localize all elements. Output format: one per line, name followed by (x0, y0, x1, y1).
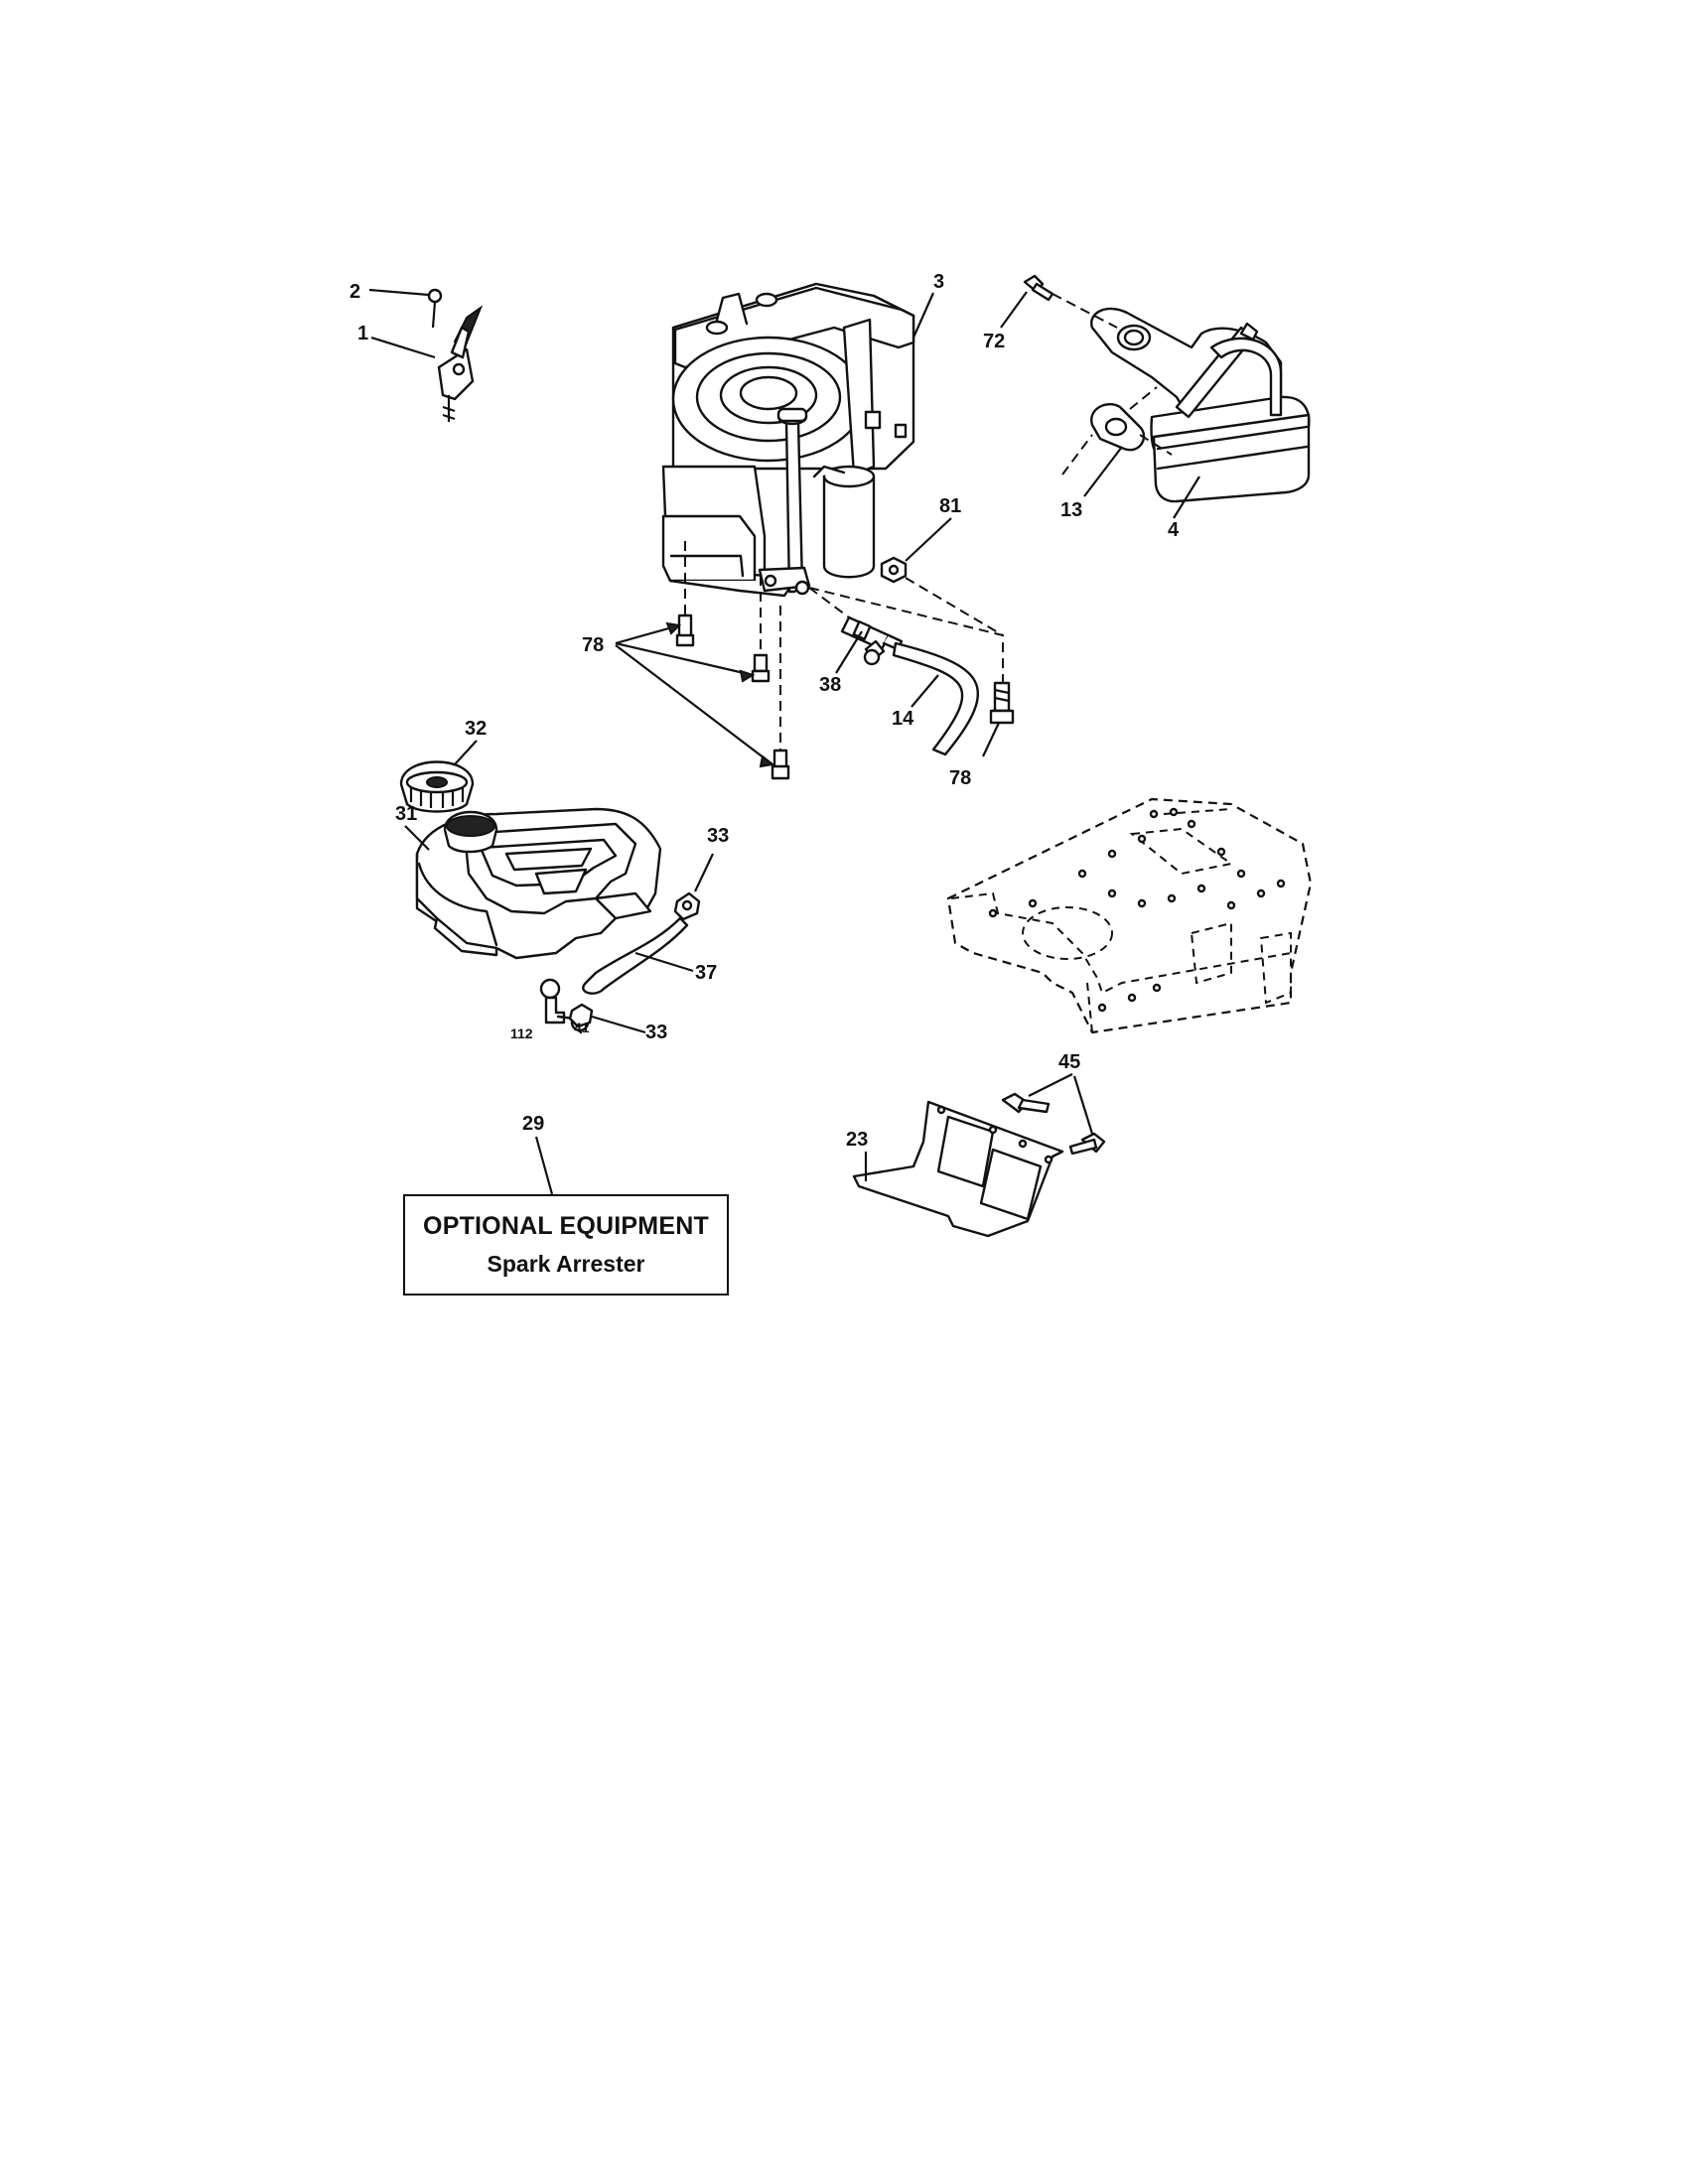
optional-equipment-box: OPTIONAL EQUIPMENT Spark Arrester (403, 1194, 729, 1296)
callout-1: 1 (357, 323, 368, 344)
callout-37: 37 (695, 962, 717, 984)
clamp-33-lower (568, 1003, 594, 1028)
callout-3: 3 (933, 271, 944, 293)
callout-81: 81 (939, 495, 961, 517)
clamp-33-upper (673, 891, 701, 921)
leader-29 (534, 1136, 554, 1195)
callout-33-lower: 33 (645, 1022, 667, 1043)
fuel-tank-31 (415, 807, 662, 960)
leader-14 (911, 674, 939, 708)
engine (661, 282, 915, 598)
callout-4: 4 (1168, 519, 1180, 541)
callout-32: 32 (465, 718, 487, 740)
callout-13: 13 (1060, 499, 1082, 521)
leader-33b (591, 1015, 646, 1034)
leader-45-2 (1072, 1075, 1094, 1135)
gasket-13 (1090, 402, 1146, 452)
leader-72 (1000, 291, 1028, 329)
tractor-frame (946, 797, 1313, 1034)
leader-13 (1083, 446, 1123, 497)
throttle-control (427, 288, 484, 422)
bolt-78b (989, 681, 1015, 725)
engine-mount-bolts (675, 541, 790, 780)
bracket-23 (852, 1100, 1064, 1238)
leader-81 (905, 517, 952, 562)
bolts-45 (1001, 1092, 1106, 1156)
callout-112: 112 (510, 1025, 533, 1041)
callout-78-left: 78 (582, 634, 604, 656)
callout-41: 41 (574, 1020, 590, 1035)
leader-3 (912, 292, 935, 339)
callout-72: 72 (983, 331, 1005, 352)
callout-38: 38 (819, 674, 841, 696)
callout-14: 14 (892, 708, 914, 730)
leader-4 (1173, 476, 1200, 519)
leader-1 (370, 336, 436, 359)
leader-2 (368, 288, 430, 297)
optional-equipment-title: OPTIONAL EQUIPMENT (423, 1212, 709, 1240)
callout-2: 2 (350, 281, 360, 303)
spark-arrester-label: Spark Arrester (487, 1251, 645, 1277)
fuel-line-37 (582, 916, 689, 995)
fuel-connector-38 (840, 615, 904, 666)
callout-45: 45 (1058, 1051, 1080, 1073)
leader-45-1 (1028, 1073, 1073, 1097)
bolt-72 (1023, 274, 1054, 302)
callout-29: 29 (522, 1113, 544, 1135)
fuel-cap-32 (399, 760, 475, 813)
callout-78-right: 78 (949, 767, 971, 789)
leader-32 (454, 740, 478, 765)
leader-33a (694, 853, 714, 892)
leader-31 (404, 825, 430, 851)
callout-31: 31 (395, 803, 417, 825)
callout-33-upper: 33 (707, 825, 729, 847)
leader-78a-2 (615, 641, 754, 677)
muffler (1090, 307, 1311, 503)
leader-38 (835, 630, 863, 674)
leader-37 (634, 951, 694, 973)
nut-81 (880, 556, 908, 584)
leader-78b (982, 722, 1000, 757)
fuel-hose-14 (892, 641, 979, 756)
callout-23: 23 (846, 1129, 868, 1151)
shutoff-valve-112 (539, 978, 576, 1024)
leader-78a-3 (615, 644, 773, 765)
